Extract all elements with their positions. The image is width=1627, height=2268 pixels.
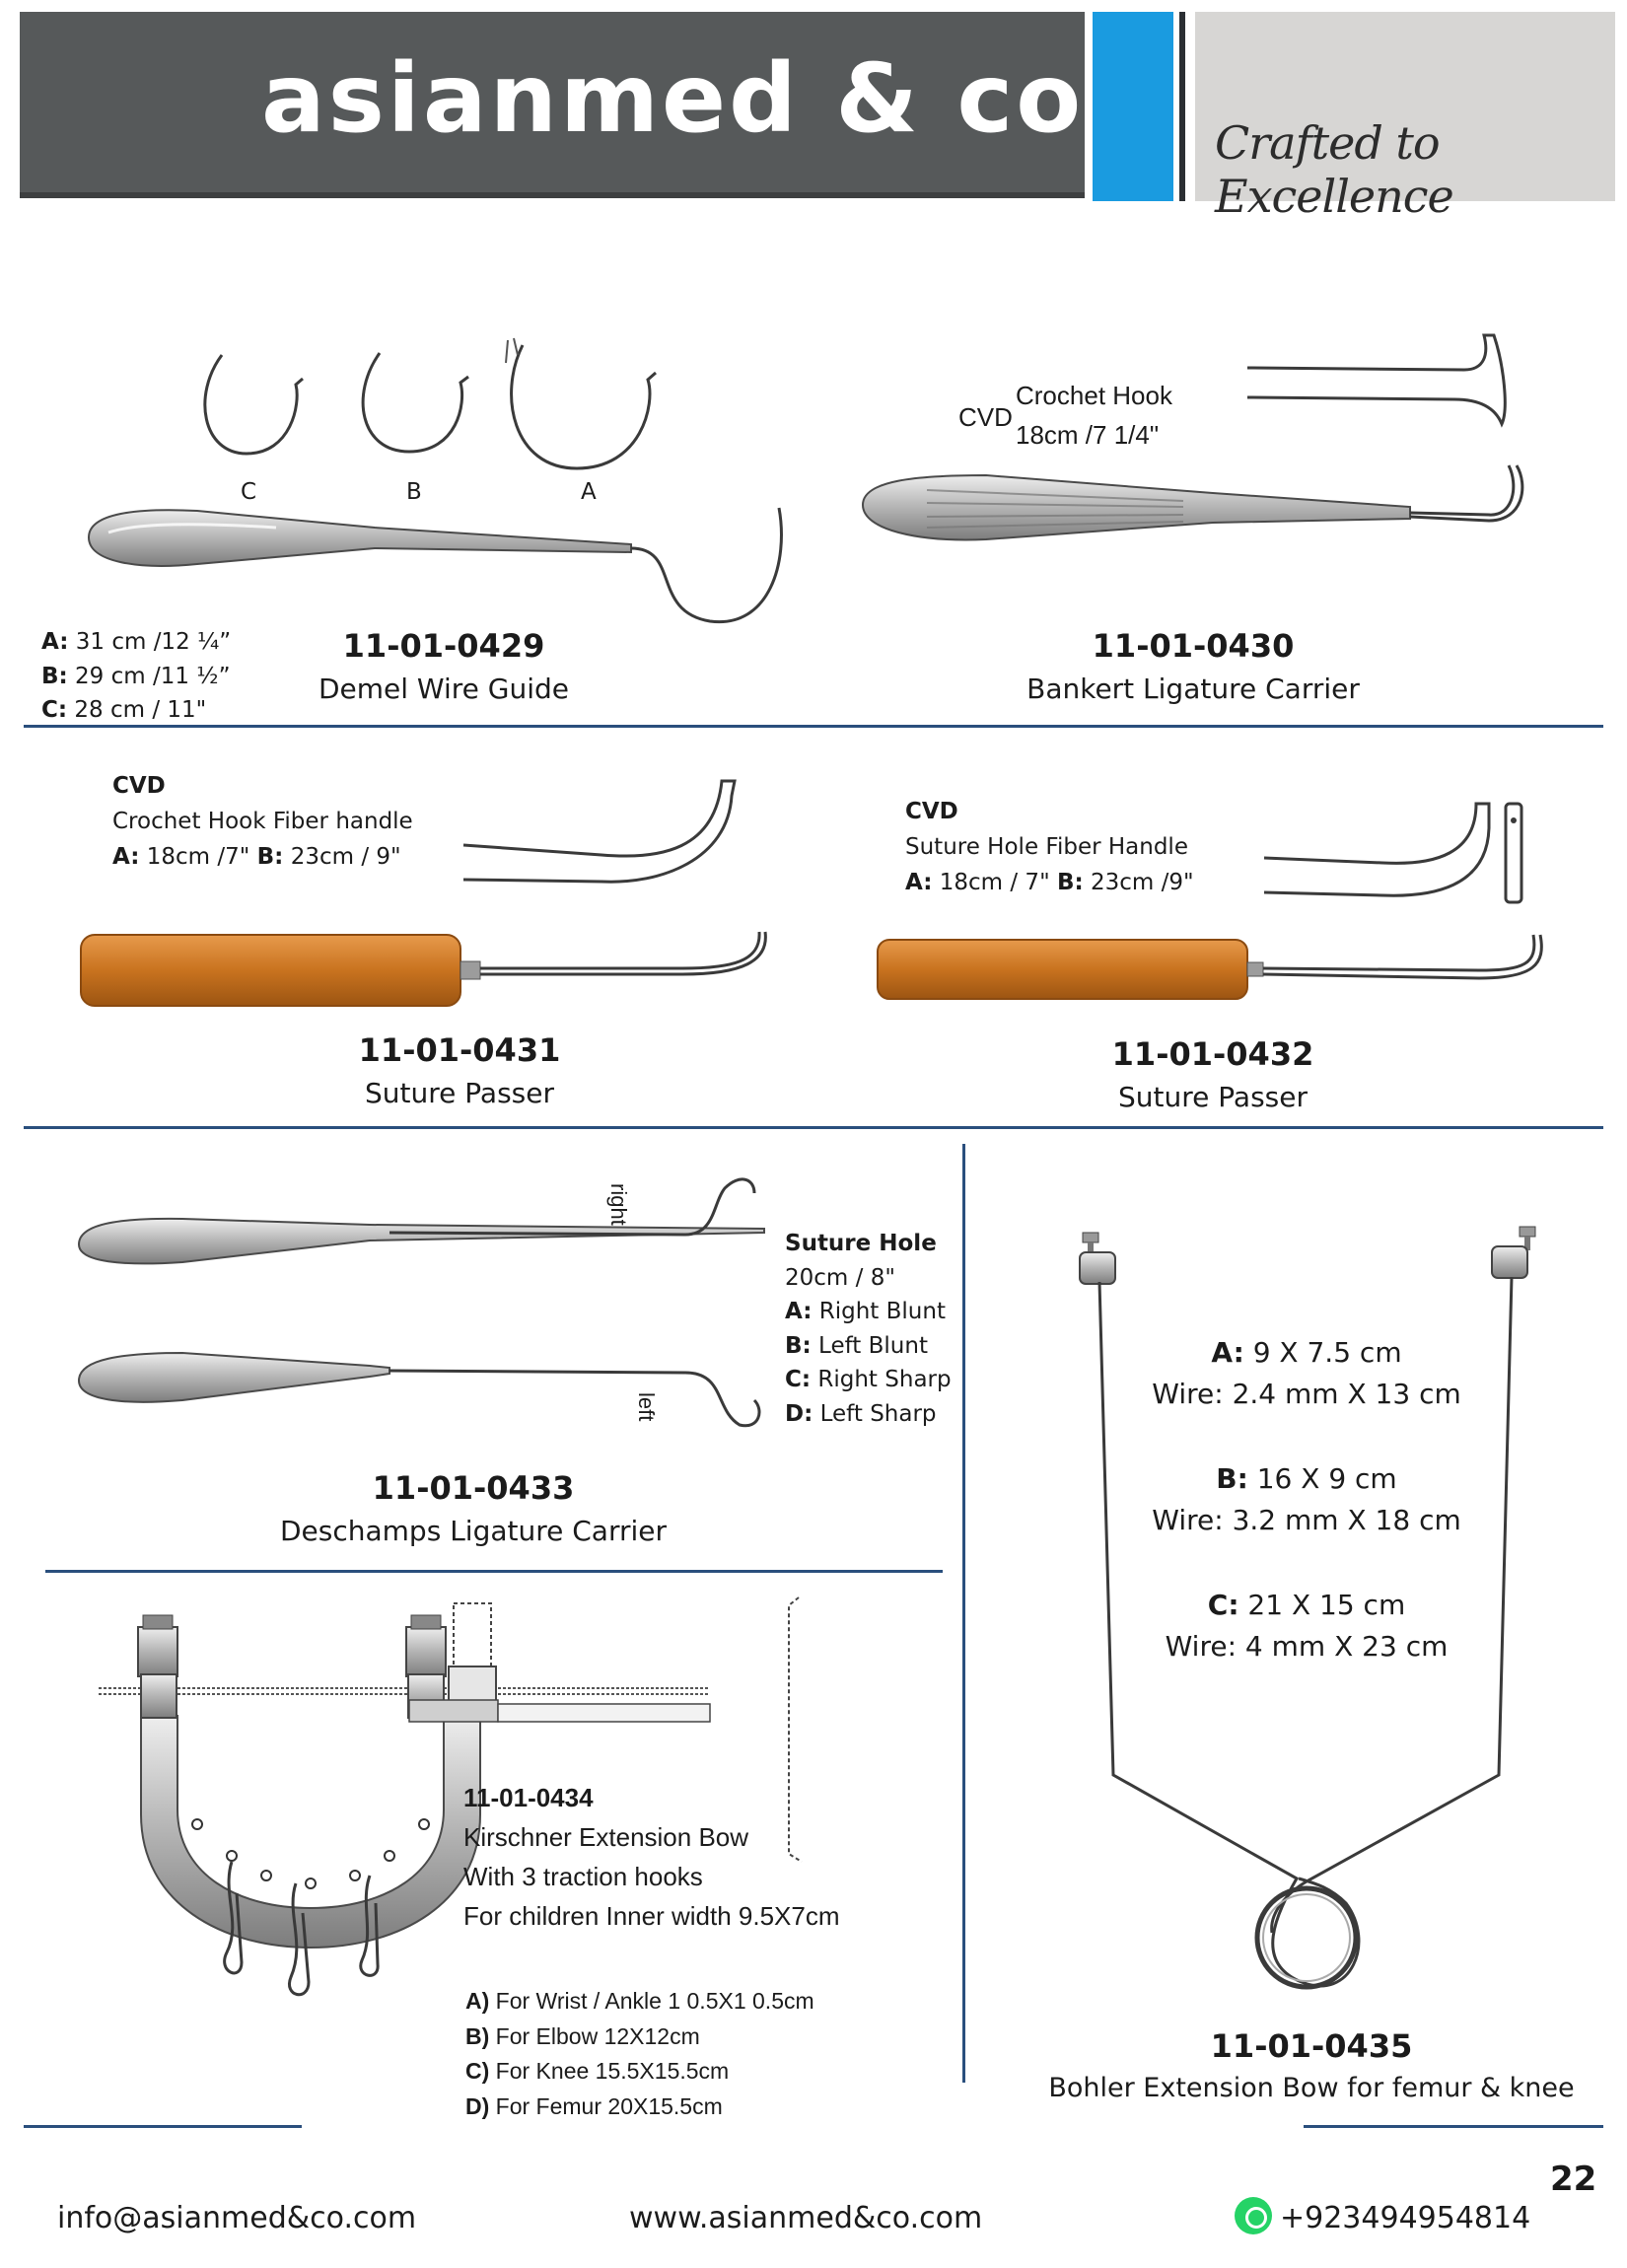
product-name: Bankert Ligature Carrier [1026, 673, 1360, 705]
label-right: right [606, 1183, 631, 1226]
section-divider [24, 1126, 1603, 1129]
suture-passer-image [80, 931, 767, 1007]
product-prefix: CVD [905, 799, 958, 824]
product-size: A: 18cm / 7" B: 23cm /9" [905, 870, 1194, 895]
deschamps-left-image [77, 1351, 761, 1428]
bow-size-b: B: 16 X 9 cm [1216, 1462, 1397, 1495]
section-divider [1304, 2125, 1603, 2128]
header-divider [1179, 12, 1185, 201]
product-feature: With 3 traction hooks [463, 1862, 703, 1891]
bow-size-c: C: 21 X 15 cm [1207, 1589, 1406, 1621]
footer-phone-link[interactable]: +923494954814 [1280, 2201, 1531, 2235]
product-name: Suture Passer [1118, 1081, 1308, 1113]
product-code: 11-01-0434 [463, 1783, 594, 1812]
product-description: Suture Hole Fiber Handle [905, 834, 1188, 860]
demel-wire-guide-variants-image [203, 337, 657, 470]
footer-email-link[interactable]: info@asianmed&co.com [57, 2201, 417, 2235]
size-list: A: 31 cm /12 ¼” B: 29 cm /11 ½” C: 28 cm… [41, 629, 232, 723]
product-code: 11-01-0430 [1092, 627, 1295, 665]
product-size: 18cm /7 1/4" [1016, 420, 1160, 450]
product-code: 11-01-0429 [342, 627, 545, 665]
kirschner-extension-bow-image [99, 1596, 803, 1997]
suture-hole-fiber-detail-image [1263, 802, 1523, 904]
product-code: 11-01-0433 [372, 1469, 575, 1507]
product-name: Suture Passer [365, 1077, 554, 1109]
product-prefix: CVD [958, 402, 1013, 432]
bankert-ligature-carrier-image [861, 464, 1524, 541]
page-number: 22 [1550, 2160, 1597, 2199]
demel-wire-guide-image [87, 507, 783, 624]
product-size: A: 18cm /7" B: 23cm / 9" [112, 844, 401, 870]
product-description: Crochet Hook [1016, 381, 1172, 410]
spec-list: Suture Hole 20cm / 8" A: Right Blunt B: … [785, 1231, 952, 1427]
bow-wire-b: Wire: 3.2 mm X 18 cm [1152, 1504, 1461, 1536]
column-divider [962, 1144, 965, 2083]
whatsapp-icon [1235, 2197, 1272, 2234]
crochet-hook-fiber-detail-image [462, 779, 737, 884]
product-name: Demel Wire Guide [318, 673, 570, 705]
product-name: Bohler Extension Bow for femur & knee [1048, 2073, 1575, 2103]
section-divider [45, 1570, 943, 1573]
header-accent-bar [1093, 12, 1173, 201]
product-name: Deschamps Ligature Carrier [279, 1515, 668, 1547]
label-left: left [634, 1392, 659, 1422]
product-description: Crochet Hook Fiber handle [112, 809, 413, 834]
section-divider [24, 725, 1603, 728]
product-prefix: CVD [112, 773, 166, 799]
variant-label-c: C [241, 479, 257, 505]
tagline-panel [1195, 12, 1615, 201]
product-code: 11-01-0435 [1210, 2027, 1413, 2065]
product-code: 11-01-0432 [1111, 1035, 1314, 1073]
header-shadow [20, 192, 1085, 198]
variant-label-b: B [406, 479, 422, 505]
crochet-hook-detail-image [1246, 333, 1507, 428]
brand-logo: asianmed & co [261, 43, 1085, 154]
tagline: Crafted to Excellence [1215, 116, 1454, 223]
product-code: 11-01-0431 [358, 1031, 561, 1069]
bohler-extension-bow-image [1079, 1226, 1536, 1990]
product-note: For children Inner width 9.5X7cm [463, 1901, 840, 1931]
deschamps-right-image [77, 1177, 765, 1265]
suture-passer-image [877, 934, 1543, 1000]
bow-wire-a: Wire: 2.4 mm X 13 cm [1152, 1378, 1461, 1410]
footer-website-link[interactable]: www.asianmed&co.com [629, 2201, 983, 2235]
bow-size-a: A: 9 X 7.5 cm [1211, 1336, 1402, 1369]
variant-list: A) For Wrist / Ankle 1 0.5X1 0.5cm B) Fo… [465, 1988, 814, 2119]
section-divider [24, 2125, 302, 2128]
header-banner [20, 12, 1085, 197]
variant-label-a: A [581, 479, 597, 505]
bow-wire-c: Wire: 4 mm X 23 cm [1165, 1630, 1449, 1663]
product-name: Kirschner Extension Bow [463, 1822, 749, 1852]
